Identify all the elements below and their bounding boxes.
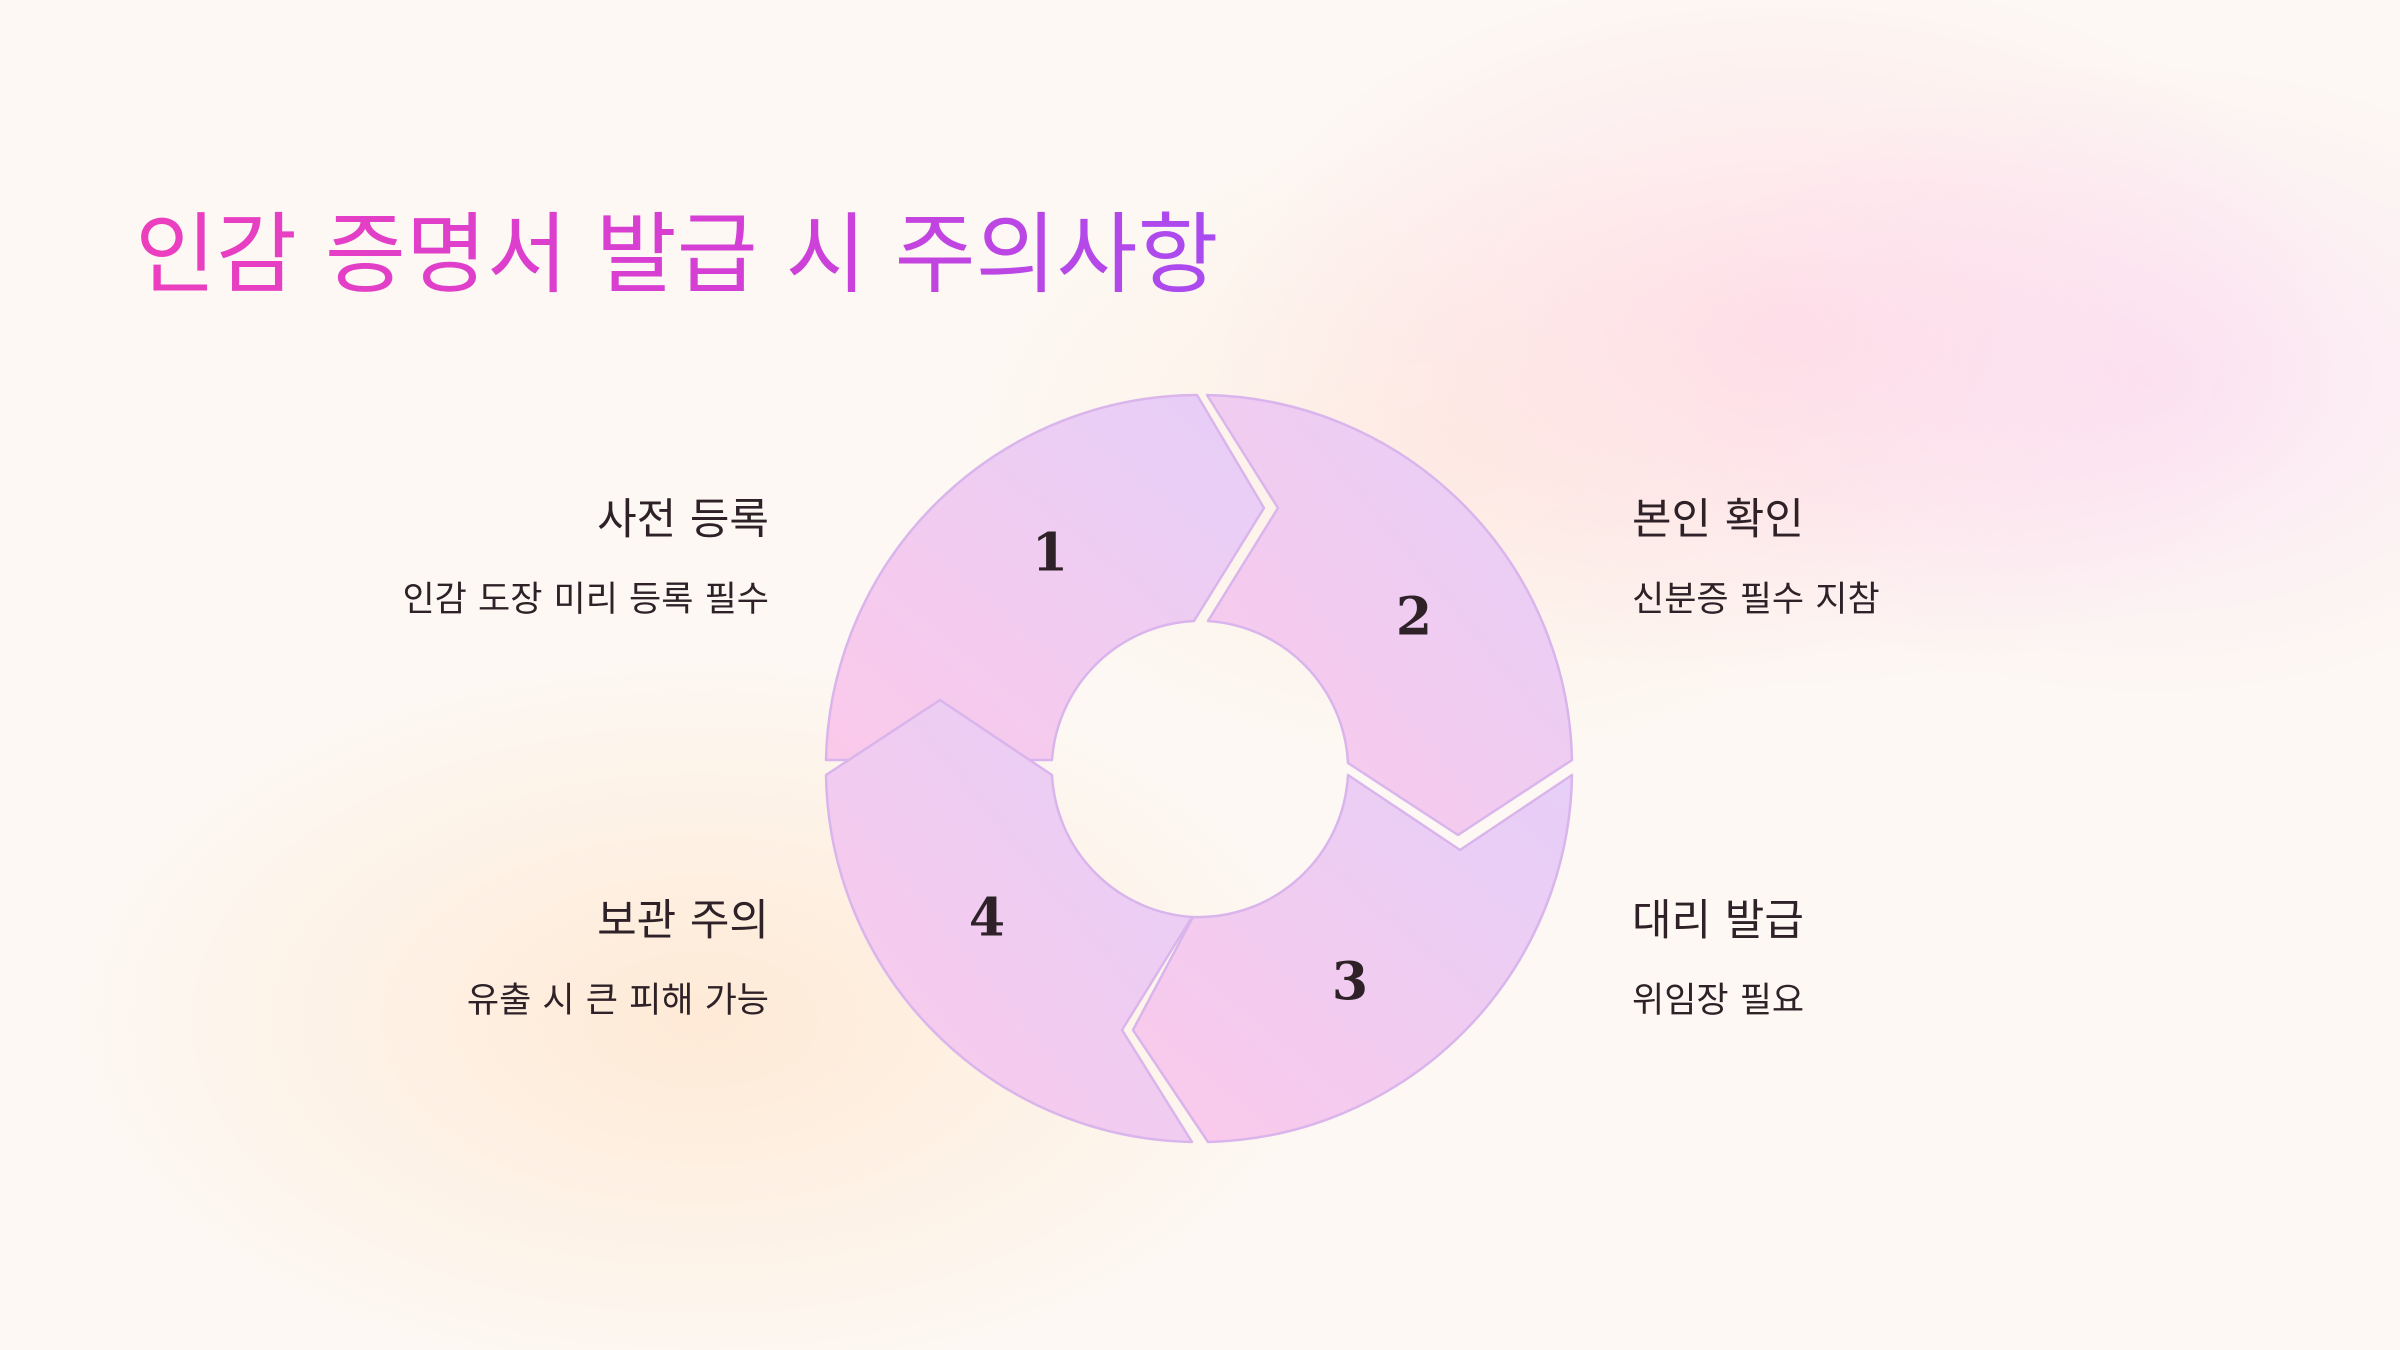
cycle-segment-2 xyxy=(1205,393,1574,837)
segment-4-number: 4 xyxy=(969,888,1005,949)
step-3-description: 위임장 필요 xyxy=(1632,981,1805,1021)
step-4-description: 유출 시 큰 피해 가능 xyxy=(466,981,769,1021)
segment-1-number: 1 xyxy=(1032,523,1068,584)
step-4-heading: 보관 주의 xyxy=(597,896,769,946)
cycle-segment-4 xyxy=(824,698,1194,1144)
cycle-segment-3 xyxy=(1131,773,1574,1144)
segment-3-number: 3 xyxy=(1332,952,1368,1013)
step-4: 보관 주의 유출 시 큰 피해 가능 xyxy=(209,891,769,1026)
step-3-heading: 대리 발급 xyxy=(1632,896,1804,946)
page-title: 인감 증명서 발급 시 주의사항 xyxy=(135,195,1218,315)
step-2-heading: 본인 확인 xyxy=(1632,495,1804,545)
step-2-description: 신분증 필수 지참 xyxy=(1632,580,1880,620)
step-1: 사전 등록 인감 도장 미리 등록 필수 xyxy=(209,490,769,625)
step-1-description: 인감 도장 미리 등록 필수 xyxy=(402,580,769,620)
step-3: 대리 발급 위임장 필요 xyxy=(1632,891,2192,1026)
step-2: 본인 확인 신분증 필수 지참 xyxy=(1632,490,2192,625)
cycle-segment-1 xyxy=(824,393,1266,762)
segment-2-number: 2 xyxy=(1396,587,1432,648)
step-1-heading: 사전 등록 xyxy=(597,495,769,545)
